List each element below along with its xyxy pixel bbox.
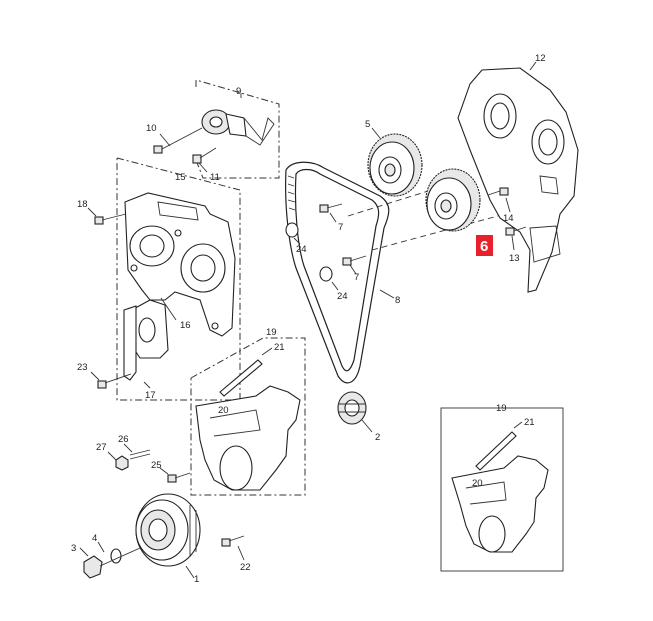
cam-sprocket-5[interactable]: [367, 133, 423, 197]
callout-labels: 1 2 3 4 5 7 7 8 9 10 11 12 13 14 15 16 1…: [71, 53, 546, 585]
label-23: 23: [77, 362, 88, 373]
stud-26[interactable]: [129, 449, 151, 460]
guide-bracket-17[interactable]: [123, 305, 137, 381]
label-11: 11: [210, 172, 220, 183]
label-25: 25: [151, 460, 162, 471]
label-1: 1: [194, 574, 199, 585]
bolt-23[interactable]: [97, 373, 132, 389]
timing-belt-8[interactable]: [285, 161, 390, 384]
washer-24-lower[interactable]: [319, 266, 333, 282]
rear-timing-cover[interactable]: [124, 192, 236, 337]
label-19-inset: 19: [496, 403, 507, 414]
lower-front-cover-20[interactable]: [195, 385, 301, 491]
bolt-25[interactable]: [167, 472, 191, 483]
label-5: 5: [365, 119, 370, 130]
inset-cover-strip-21[interactable]: [475, 431, 517, 471]
label-24-upper: 24: [296, 244, 307, 255]
rear-cover-group-box: [116, 157, 241, 401]
cover-strip-21[interactable]: [219, 359, 263, 397]
crank-bolt-3[interactable]: [83, 547, 141, 579]
label-19-main: 19: [266, 327, 277, 338]
timing-cover-seal-16[interactable]: [127, 299, 169, 359]
idler-pulley-2[interactable]: [337, 391, 367, 425]
stud-11[interactable]: [192, 147, 217, 164]
label-3: 3: [71, 543, 76, 554]
bolt-7-lower[interactable]: [342, 255, 367, 266]
camshaft-cover-plate-12[interactable]: [457, 67, 579, 293]
label-14: 14: [503, 213, 514, 224]
inset-lower-cover-20[interactable]: [451, 455, 549, 553]
label-12: 12: [535, 53, 546, 64]
label-18: 18: [77, 199, 88, 210]
tensioner-pulley[interactable]: [201, 109, 275, 146]
bolt-14[interactable]: [487, 187, 509, 196]
label-27: 27: [96, 442, 107, 453]
bolt-7-upper[interactable]: [319, 203, 343, 213]
label-21-main: 21: [274, 342, 285, 353]
highlighted-part-number: 6: [480, 238, 488, 255]
nut-27[interactable]: [115, 455, 129, 471]
bolt-22[interactable]: [221, 535, 245, 547]
label-8: 8: [395, 295, 400, 306]
bolt-18[interactable]: [94, 213, 127, 225]
label-7-upper: 7: [338, 222, 343, 233]
label-7-lower: 7: [354, 272, 359, 283]
label-20-main: 20: [218, 405, 229, 416]
label-13: 13: [509, 253, 520, 264]
cam-sprocket-6[interactable]: [425, 168, 481, 232]
label-15: 15: [175, 172, 186, 183]
bolt-10[interactable]: [153, 127, 203, 154]
label-16: 16: [180, 320, 191, 331]
bolt-13[interactable]: [505, 226, 527, 236]
label-26: 26: [118, 434, 129, 445]
label-22: 22: [240, 562, 251, 573]
washer-24-upper[interactable]: [285, 222, 299, 238]
tensioner-group-box: [195, 79, 280, 179]
label-9: 9: [236, 86, 241, 97]
crankshaft-pulley-1[interactable]: [135, 493, 201, 567]
label-20-inset: 20: [472, 478, 483, 489]
inset-frame: [440, 407, 564, 572]
label-4: 4: [92, 533, 97, 544]
washer-4[interactable]: [110, 548, 122, 564]
label-17: 17: [145, 390, 156, 401]
label-2: 2: [375, 432, 380, 443]
label-21-inset: 21: [524, 417, 535, 428]
highlighted-part-badge[interactable]: 6: [476, 235, 493, 256]
label-10: 10: [146, 123, 157, 134]
label-24-lower: 24: [337, 291, 348, 302]
